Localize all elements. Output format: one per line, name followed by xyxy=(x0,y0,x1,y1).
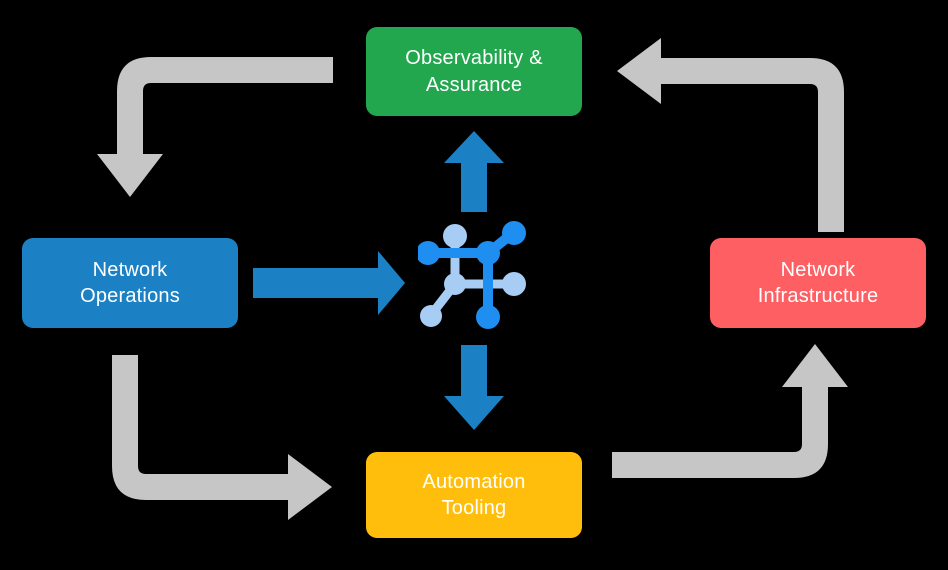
node-label-network-infrastructure: Network Infrastructure xyxy=(757,258,879,307)
topology-node-light-center-bottom xyxy=(444,273,466,295)
arrow-observability-to-operations xyxy=(97,57,333,197)
topology-node-dark-top-right xyxy=(502,221,526,245)
topology-node-dark-hub xyxy=(476,241,500,265)
topology-node-dark-left xyxy=(418,241,440,265)
arrow-operations-to-center xyxy=(253,251,405,315)
node-label-observability: Observability & Assurance xyxy=(405,47,543,96)
arrow-operations-to-automation xyxy=(112,355,332,520)
node-box-network-operations[interactable]: Network Operations xyxy=(22,238,238,328)
node-box-observability[interactable]: Observability & Assurance xyxy=(366,27,582,116)
arrow-center-to-observability xyxy=(444,131,504,212)
node-box-network-infrastructure[interactable]: Network Infrastructure xyxy=(710,238,926,328)
arrow-automation-to-infrastructure xyxy=(612,344,848,478)
topology-node-dark-bottom xyxy=(476,305,500,329)
arrow-center-to-automation xyxy=(444,345,504,430)
network-topology-icon xyxy=(418,221,526,329)
arrow-infrastructure-to-observability xyxy=(617,38,844,232)
node-label-network-operations: Network Operations xyxy=(80,258,180,307)
topology-node-light-top xyxy=(443,224,467,248)
node-box-automation-tooling[interactable]: Automation Tooling xyxy=(366,452,582,538)
topology-node-light-bottom-left xyxy=(420,305,442,327)
node-label-automation-tooling: Automation Tooling xyxy=(422,470,526,519)
topology-node-light-right xyxy=(502,272,526,296)
